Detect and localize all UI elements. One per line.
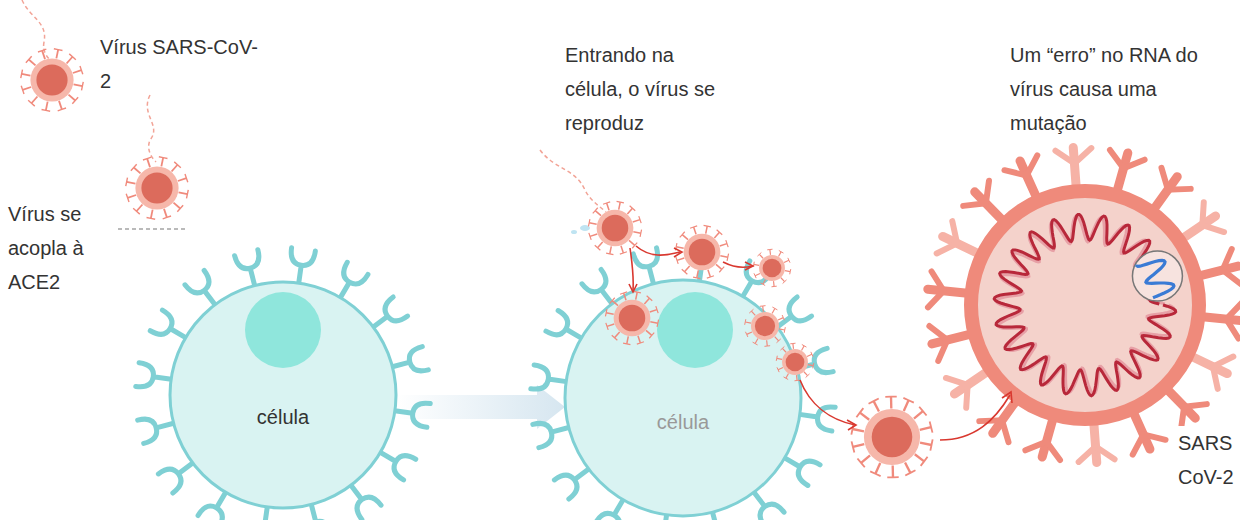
cell-label: célula <box>257 405 309 429</box>
cell-circle: célula <box>170 282 396 508</box>
stage-caption: Entrando na célula, o vírus se reproduz <box>565 38 730 140</box>
cell-shape <box>565 280 801 516</box>
stage-caption: Um “erro” no RNA do vírus causa uma muta… <box>1010 38 1200 140</box>
cell-shape <box>170 282 396 508</box>
virus-label: Vírus SARS-CoV-2 <box>100 30 260 98</box>
cell-label: célula <box>657 410 709 434</box>
callout-label: Vírus se acopla à ACE2 <box>8 197 98 299</box>
cell-circle: célula <box>565 280 801 516</box>
virus-label: SARS CoV-2 <box>1176 426 1240 494</box>
